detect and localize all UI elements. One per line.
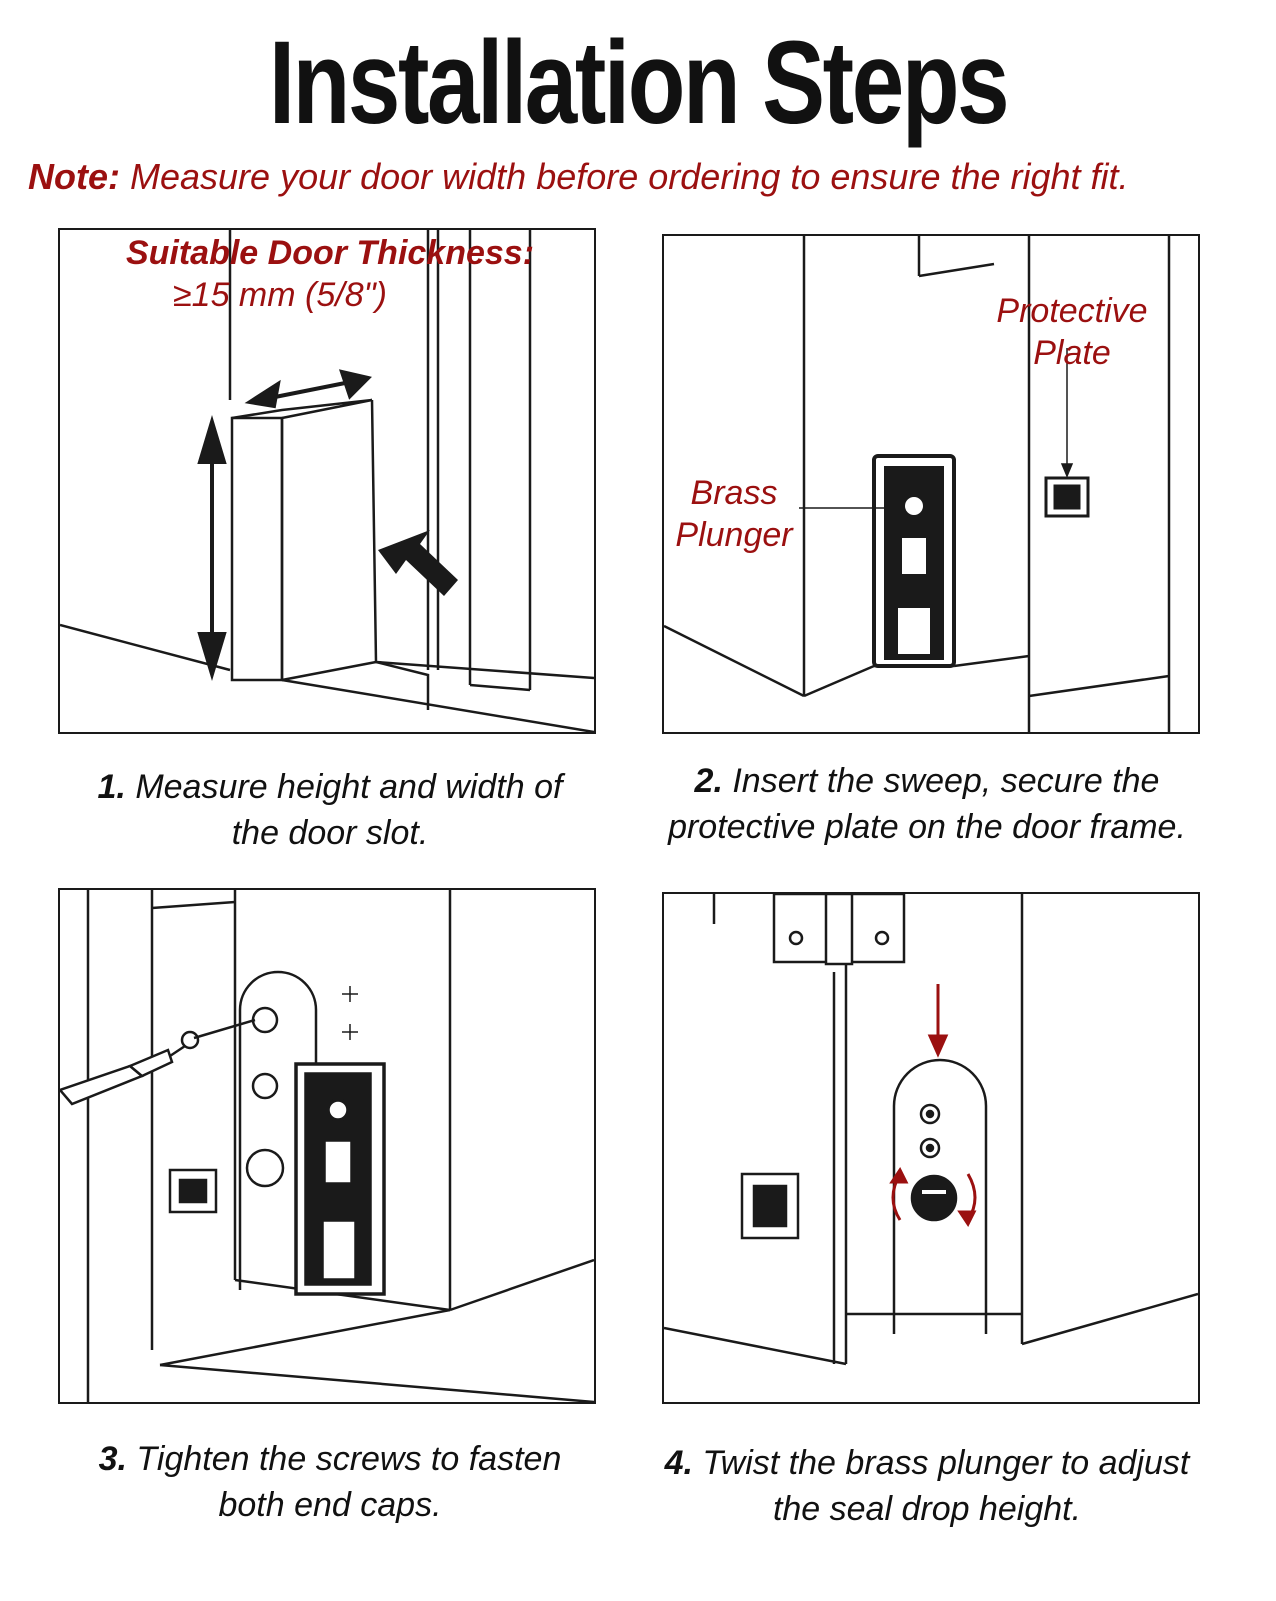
thickness-value: ≥15 mm (5/8") xyxy=(173,276,387,314)
caption-line: Measure height and width of xyxy=(125,768,563,806)
note-text: Measure your door width before ordering … xyxy=(120,156,1129,197)
protective-plate-label: Protective Plate xyxy=(982,290,1162,374)
label-line: Protective xyxy=(996,292,1148,330)
caption-line: Twist the brass plunger to adjust xyxy=(692,1444,1190,1482)
step-number: 4. xyxy=(664,1444,693,1482)
caption-line: both end caps. xyxy=(218,1486,442,1524)
label-line: Brass xyxy=(690,474,778,512)
step-3-drawing xyxy=(60,890,594,1402)
hinge xyxy=(772,894,906,966)
note-line: Note: Measure your door width before ord… xyxy=(28,156,1268,198)
thickness-title: Suitable Door Thickness: xyxy=(125,234,535,272)
note-label: Note: xyxy=(28,156,120,197)
step-number: 2. xyxy=(694,762,723,800)
step-4-drawing xyxy=(664,894,1198,1366)
caption-line: the door slot. xyxy=(231,814,429,852)
sweep-end-cap xyxy=(294,1062,386,1296)
step-1-illustration: Suitable Door Thickness: ≥15 mm (5/8") xyxy=(58,228,596,734)
step-2-drawing xyxy=(664,236,1171,732)
step-1-drawing xyxy=(60,230,594,732)
protective-plate xyxy=(1044,476,1090,518)
step-2-caption: 2. Insert the sweep, secure the protecti… xyxy=(632,758,1222,850)
step-3-caption: 3. Tighten the screws to fasten both end… xyxy=(40,1436,620,1528)
caption-line: Tighten the screws to fasten xyxy=(126,1440,562,1478)
page-title: Installation Steps xyxy=(268,17,1010,149)
step-number: 1. xyxy=(97,768,126,806)
sweep-end-cap xyxy=(872,454,956,668)
step-2-illustration: Protective Plate Brass Plunger xyxy=(662,234,1200,734)
step-number: 3. xyxy=(98,1440,127,1478)
screwdriver-icon xyxy=(60,1018,256,1106)
rotate-arrows-icon xyxy=(889,1167,977,1227)
step-4-illustration xyxy=(662,892,1200,1404)
pointer-arrow-icon xyxy=(378,530,458,596)
label-line: Plate xyxy=(1033,334,1111,372)
step-1-caption: 1. Measure height and width of the door … xyxy=(40,764,620,856)
caption-line: protective plate on the door frame. xyxy=(668,808,1186,846)
caption-line: the seal drop height. xyxy=(772,1490,1082,1528)
step-3-illustration xyxy=(58,888,596,1404)
down-arrow-icon xyxy=(927,984,949,1058)
caption-line: Insert the sweep, secure the xyxy=(722,762,1160,800)
double-arrow-icon xyxy=(197,369,372,681)
brass-plunger-label: Brass Plunger xyxy=(664,472,804,556)
label-line: Plunger xyxy=(675,516,793,554)
step-4-caption: 4. Twist the brass plunger to adjust the… xyxy=(632,1440,1222,1532)
